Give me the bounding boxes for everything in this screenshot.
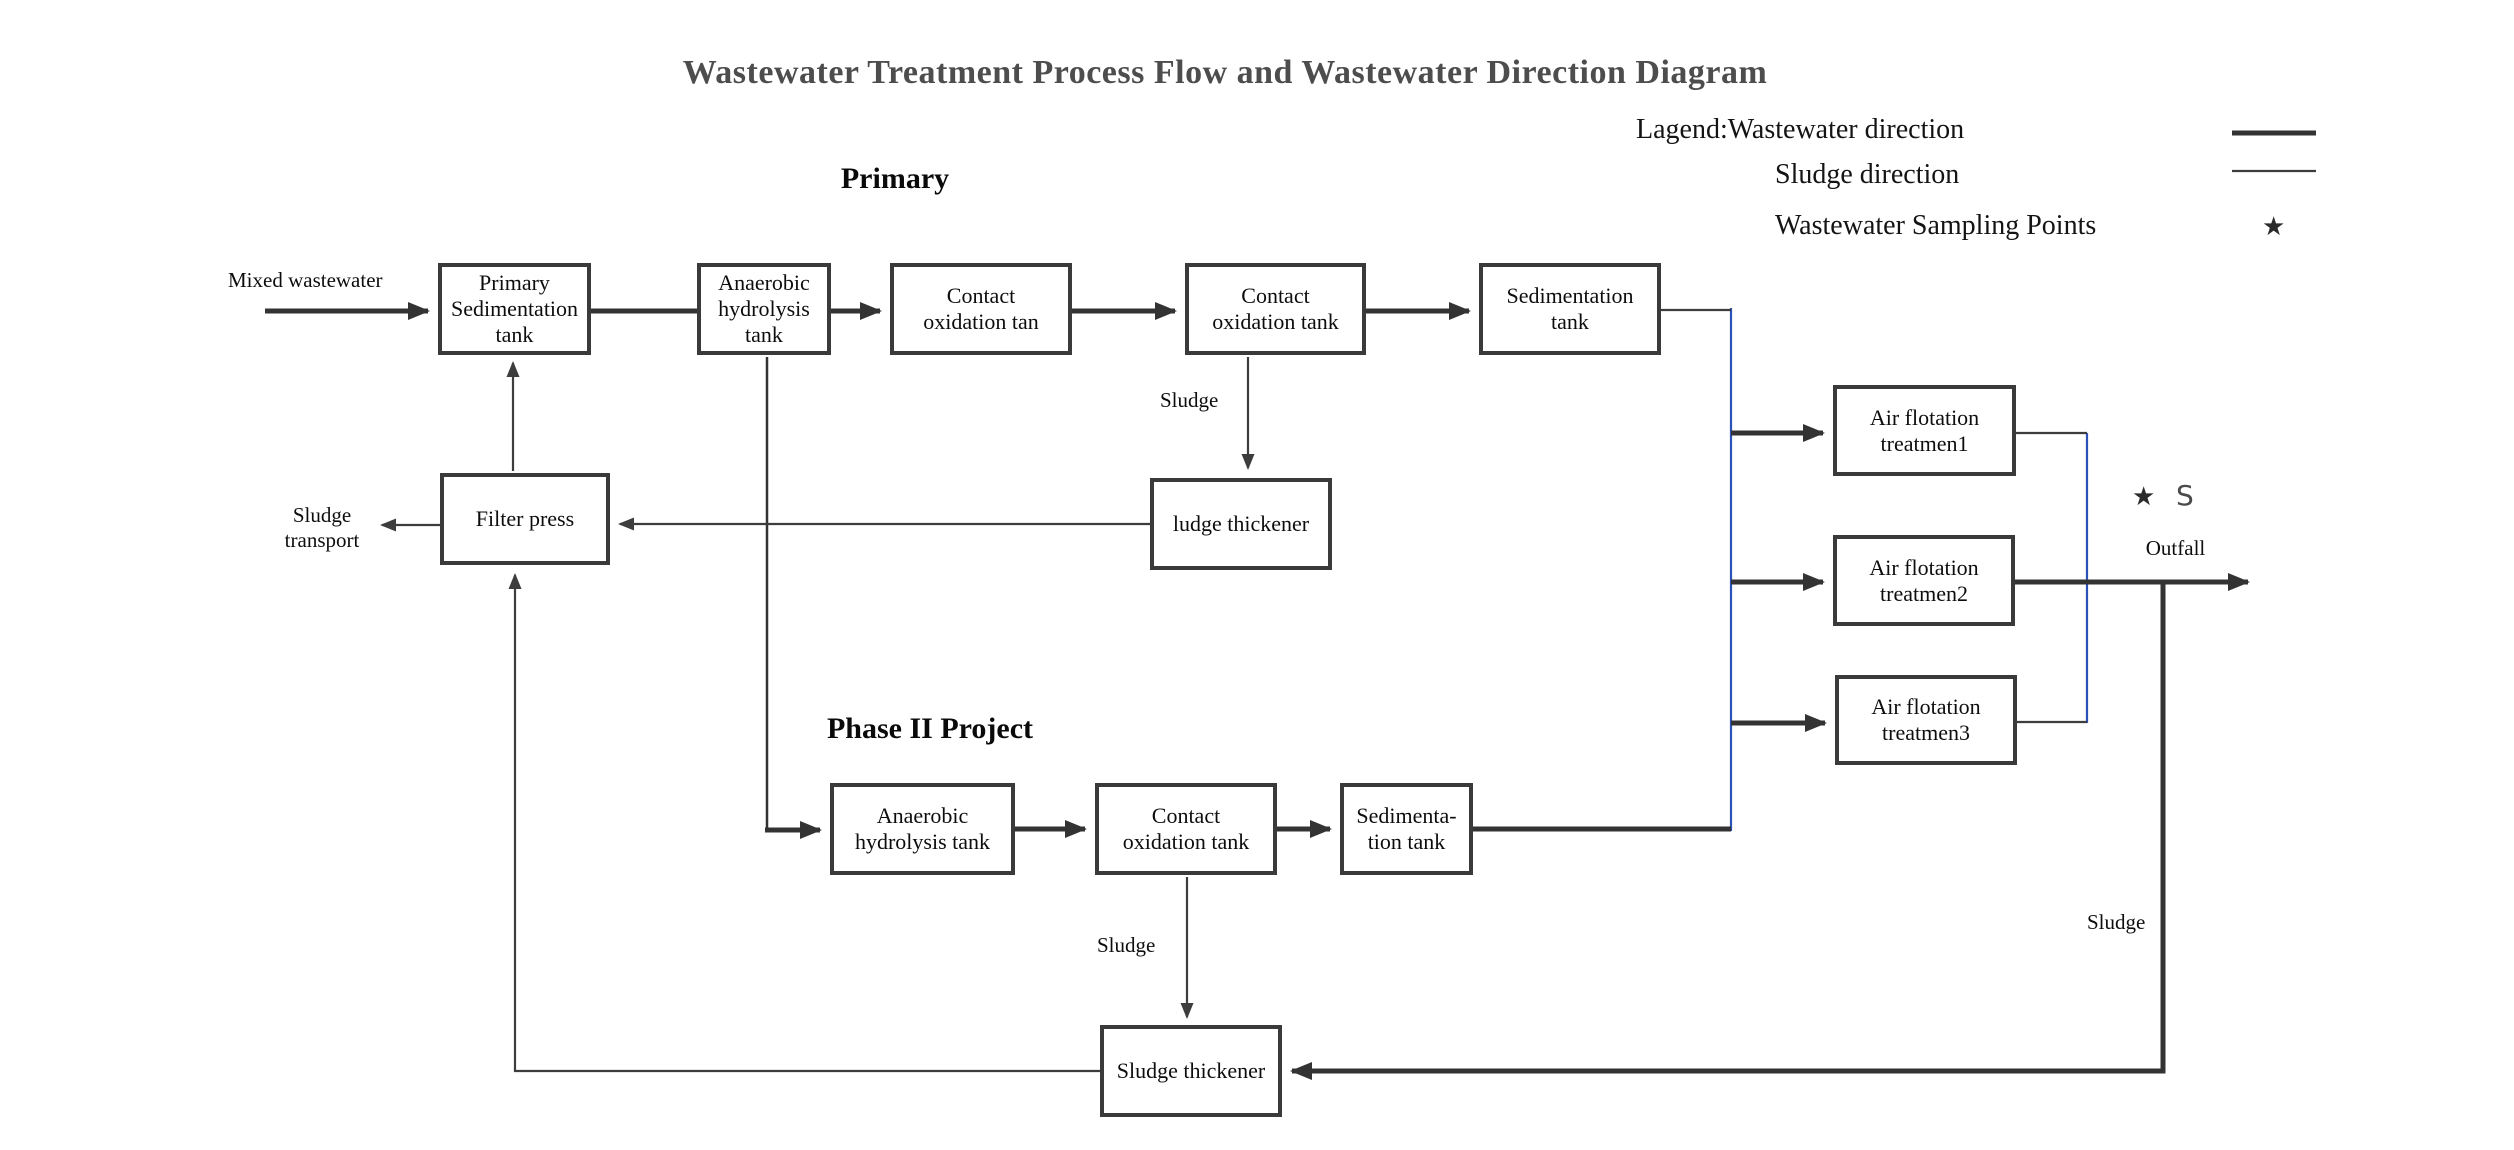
node-contact-oxidation-tan: Contact oxidation tan: [890, 263, 1072, 355]
label-sludge-transport: Sludge transport: [284, 503, 360, 552]
node-contact-oxidation-tank-2: Contact oxidation tank: [1095, 783, 1277, 875]
label-outfall: Outfall: [2145, 536, 2206, 560]
label-mixed-wastewater: Mixed wastewater: [228, 268, 383, 292]
legend-wastewater-label: Lagend:Wastewater direction: [1636, 114, 1965, 145]
node-anaerobic-hydrolysis-tank-2: Anaerobic hydrolysis tank: [830, 783, 1015, 875]
edge-outfall-sludge-return: [1290, 582, 2166, 1080]
sampling-point-star-icon: ★: [2132, 482, 2156, 512]
node-contact-oxidation-tank-1: Contact oxidation tank: [1185, 263, 1366, 355]
sampling-point-s-label: S: [2176, 479, 2194, 512]
node-sedimentation-tank-2: Sedimenta- tion tank: [1340, 783, 1473, 875]
label-sludge-primary: Sludge: [1160, 388, 1219, 412]
node-sedimentation-tank-1: Sedimentation tank: [1479, 263, 1661, 355]
section-heading-phase2: Phase II Project: [826, 712, 1034, 745]
diagram-title: Wastewater Treatment Process Flow and Wa…: [682, 54, 1768, 91]
node-ludge-thickener: ludge thickener: [1150, 478, 1332, 570]
label-sludge-phase2: Sludge: [1097, 933, 1156, 957]
label-sludge-right: Sludge: [2087, 910, 2146, 934]
node-anaerobic-hydrolysis-tank-1: Anaerobic hydrolysis tank: [697, 263, 831, 355]
node-air-flotation-treatment-2: Air flotation treatmen2: [1833, 535, 2015, 626]
legend-star-icon: ★: [2262, 212, 2286, 242]
legend-sampling-label: Wastewater Sampling Points: [1775, 210, 2097, 241]
edge-sludgethickener-filterpress: [508, 573, 1100, 1073]
legend-sludge-label: Sludge direction: [1775, 159, 1960, 190]
section-heading-primary: Primary: [840, 162, 950, 195]
node-primary-sedimentation-tank: Primary Sedimentation tank: [438, 263, 591, 355]
node-air-flotation-treatment-3: Air flotation treatmen3: [1835, 675, 2017, 765]
node-filter-press: Filter press: [440, 473, 610, 565]
node-air-flotation-treatment-1: Air flotation treatmen1: [1833, 385, 2016, 476]
node-sludge-thickener: Sludge thickener: [1100, 1025, 1282, 1117]
